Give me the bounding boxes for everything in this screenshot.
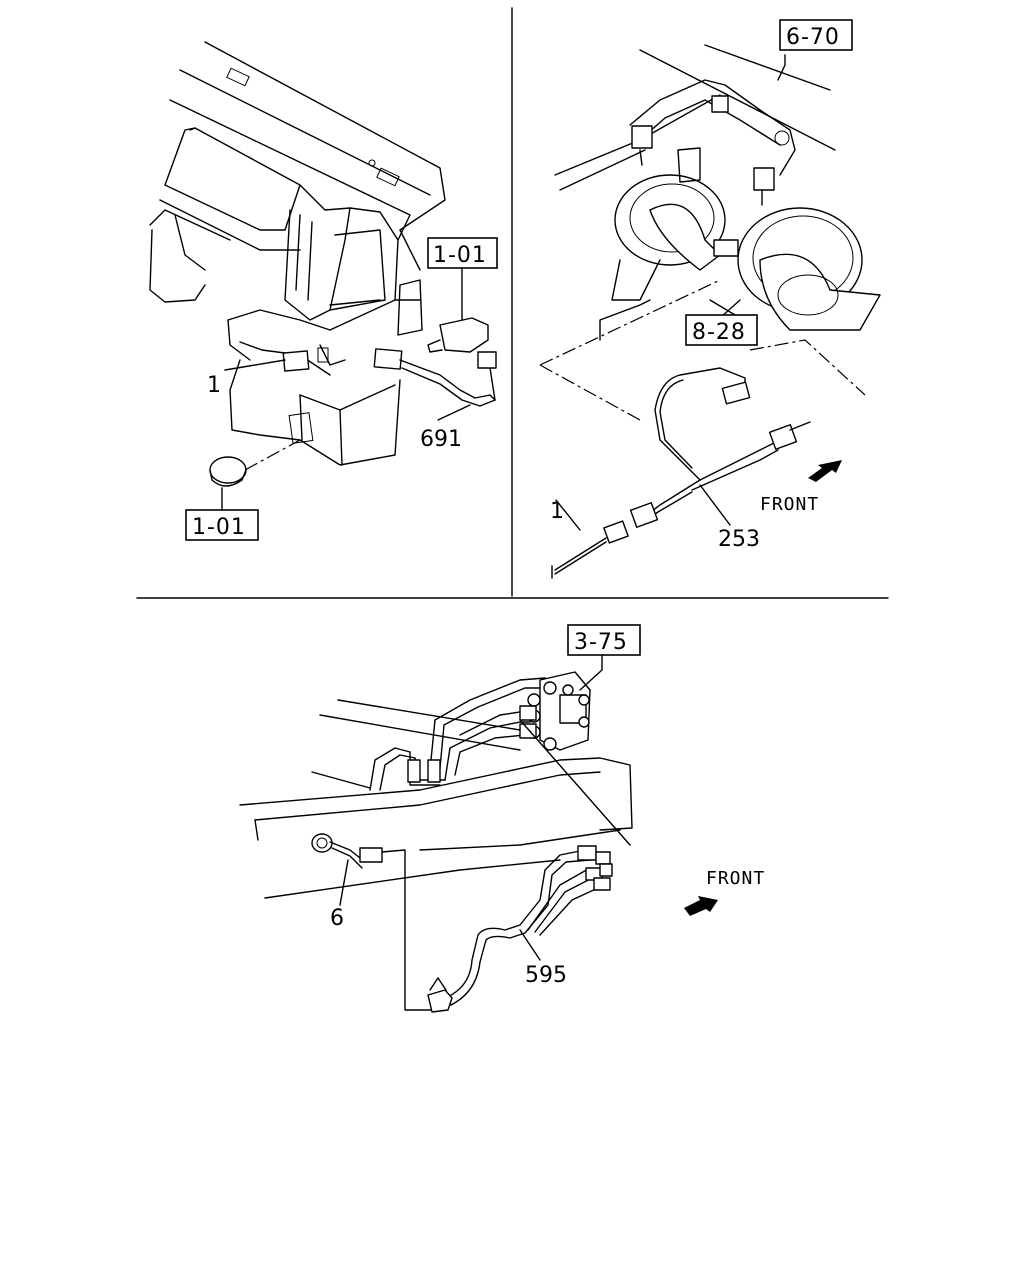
front-arrow-icon <box>808 460 842 482</box>
panel-dashboard <box>149 41 497 511</box>
panel-abs <box>239 654 718 1013</box>
ref-valve-label: 3-75 <box>574 630 628 655</box>
ref-frame-label: 6-70 <box>786 25 840 50</box>
ref-box-frame <box>779 19 853 51</box>
front-label-bottom: FRONT <box>706 868 765 889</box>
part-label-691: 691 <box>420 427 462 452</box>
panel-horns <box>539 44 881 579</box>
ref-switch-label: 1-01 <box>433 243 487 268</box>
ref-box-horn <box>685 314 758 346</box>
front-label-top: FRONT <box>760 494 819 515</box>
part-label-595: 595 <box>525 963 567 988</box>
ref-box-cap <box>185 509 259 541</box>
ref-cap-label: 1-01 <box>192 515 246 540</box>
part-label-1-top-right: 1 <box>550 499 564 524</box>
front-arrow-icon-bottom <box>684 896 718 916</box>
part-label-6: 6 <box>330 906 344 931</box>
ref-box-valve <box>567 624 641 656</box>
part-label-1-top-left: 1 <box>207 373 221 398</box>
ref-box-switch <box>427 237 498 269</box>
part-label-253: 253 <box>718 527 760 552</box>
ref-horn-label: 8-28 <box>692 320 746 345</box>
